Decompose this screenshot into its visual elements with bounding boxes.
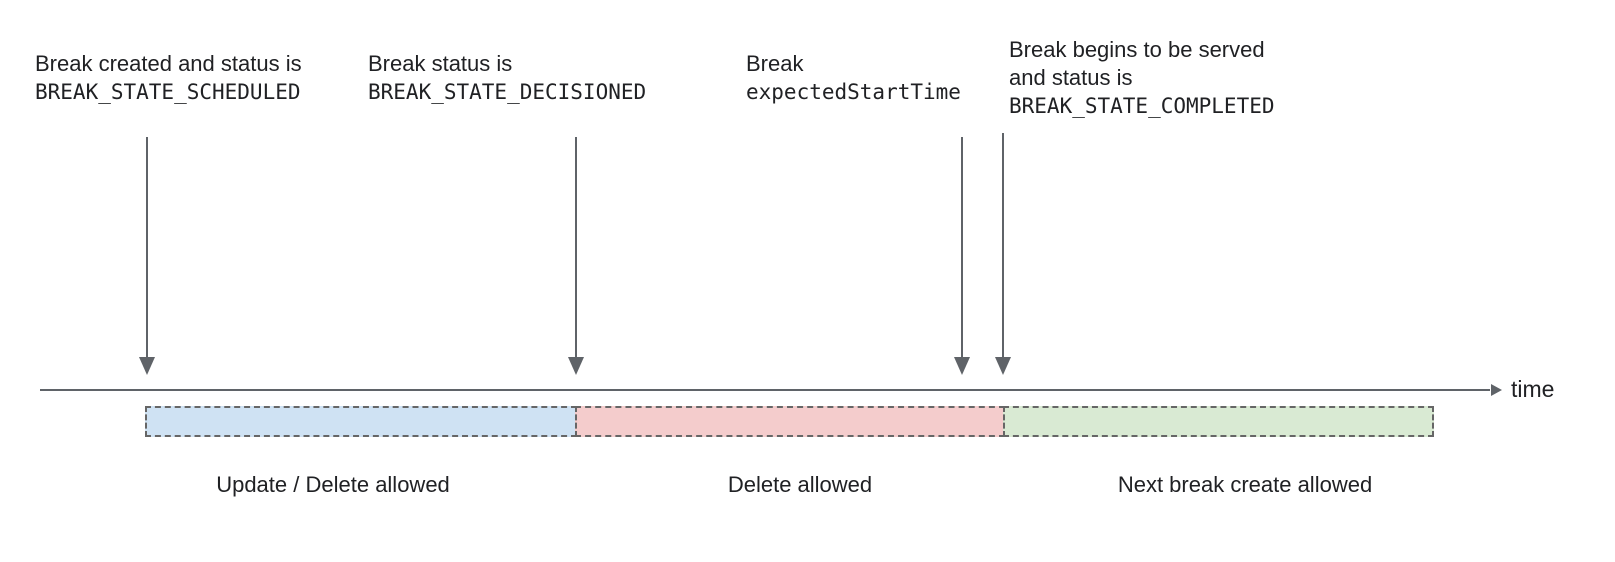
annotation-line-code: BREAK_STATE_DECISIONED: [368, 80, 647, 104]
annotation-break-decisioned: Break status is BREAK_STATE_DECISIONED: [368, 50, 646, 106]
down-arrow-icon: [139, 137, 155, 375]
annotation-break-created: Break created and status is BREAK_STATE_…: [35, 50, 302, 106]
annotation-line: Break created and status is: [35, 51, 302, 76]
segment-update-delete-allowed: [145, 406, 577, 437]
annotation-break-completed: Break begins to be served and status is …: [1009, 36, 1275, 120]
annotation-line: Break begins to be served: [1009, 37, 1265, 62]
down-arrow-icon: [995, 133, 1011, 375]
annotation-line: Break: [746, 51, 804, 76]
segment-label: Delete allowed: [727, 472, 873, 497]
segment-next-break-create-allowed: [1003, 406, 1434, 437]
annotation-line: Break status is: [368, 51, 513, 76]
segment-delete-allowed: [575, 406, 1005, 437]
down-arrow-icon: [568, 137, 584, 375]
time-axis-label: time: [1511, 376, 1555, 402]
time-axis-arrow-icon: [40, 384, 1502, 396]
annotation-line: and status is: [1009, 65, 1133, 90]
annotation-line-code: BREAK_STATE_SCHEDULED: [35, 80, 301, 104]
annotation-line-code: BREAK_STATE_COMPLETED: [1009, 94, 1275, 118]
down-arrow-icon: [954, 137, 970, 375]
segment-label: Next break create allowed: [1117, 472, 1373, 497]
segment-label: Update / Delete allowed: [216, 472, 450, 497]
annotation-line-code: expectedStartTime: [746, 80, 961, 104]
annotation-expected-start-time: Break expectedStartTime: [746, 50, 961, 106]
